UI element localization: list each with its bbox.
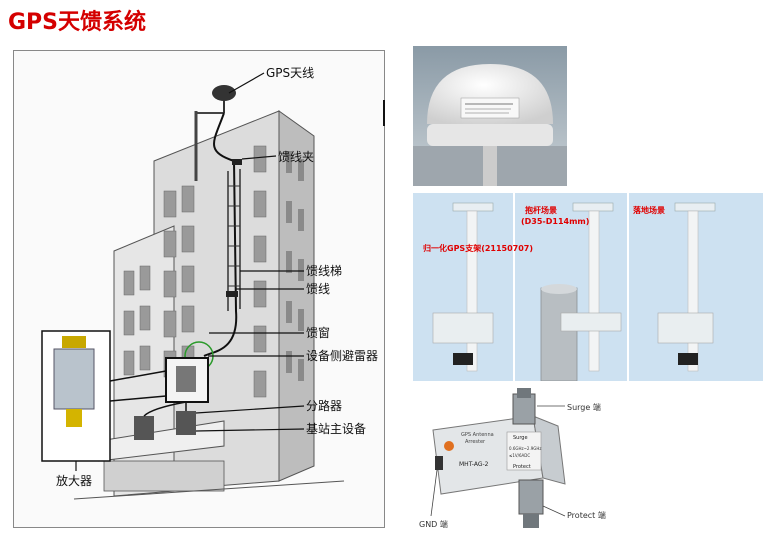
label-bts-main: 基站主设备 <box>306 422 366 436</box>
device-text-line2: Arrester <box>465 439 486 445</box>
building-diagram: GPS天线 馈线夹 馈线梯 馈线 馈窗 设备侧避雷器 分路器 基站主设备 放大器 <box>13 50 385 528</box>
label-protect-port: Protect 端 <box>567 511 606 520</box>
device-text-surge: Surge <box>513 435 528 441</box>
label-feeder-window: 馈窗 <box>306 326 330 340</box>
device-text-line1: GPS Antenna <box>461 432 494 438</box>
building-illustration: GPS天线 馈线夹 馈线梯 馈线 馈窗 设备侧避雷器 分路器 基站主设备 放大器 <box>14 51 384 527</box>
device-text-protect: Protect <box>513 464 531 470</box>
gps-antenna-photo <box>413 46 567 186</box>
label-pole-range: (D35-D114mm) <box>521 217 590 226</box>
device-text-model: MHT-AG-2 <box>459 461 489 468</box>
arrester-device-panel: GPS Antenna Arrester MHT-AG-2 Surge 0.6G… <box>413 388 763 535</box>
label-feeder-ladder: 馈线梯 <box>306 264 342 278</box>
label-surge-port: Surge 端 <box>567 403 601 412</box>
label-gps-antenna: GPS天线 <box>266 66 314 80</box>
device-text-spec2: ≤1V/6ADC <box>509 453 530 458</box>
label-splitter: 分路器 <box>306 398 342 413</box>
label-feeder: 馈线 <box>306 282 330 296</box>
mount-scenes-panel: 归一化GPS支架(21150707) 抱杆场景 (D35-D114mm) 落地场… <box>413 193 763 381</box>
device-text-spec1: 0.6GHz~2.9GHz <box>509 446 542 451</box>
label-amplifier: 放大器 <box>56 473 92 488</box>
label-equipment-arrester: 设备侧避雷器 <box>306 349 378 363</box>
label-gnd-port: GND 端 <box>419 520 448 529</box>
divider-mark <box>383 100 385 126</box>
label-feeder-clamp: 馈线夹 <box>278 150 314 164</box>
label-pole-scene: 抱杆场景 <box>525 206 557 215</box>
page-title: GPS天馈系统 <box>8 10 147 35</box>
label-integrated-mount: 归一化GPS支架(21150707) <box>423 244 534 253</box>
label-ground-scene: 落地场景 <box>633 206 665 215</box>
